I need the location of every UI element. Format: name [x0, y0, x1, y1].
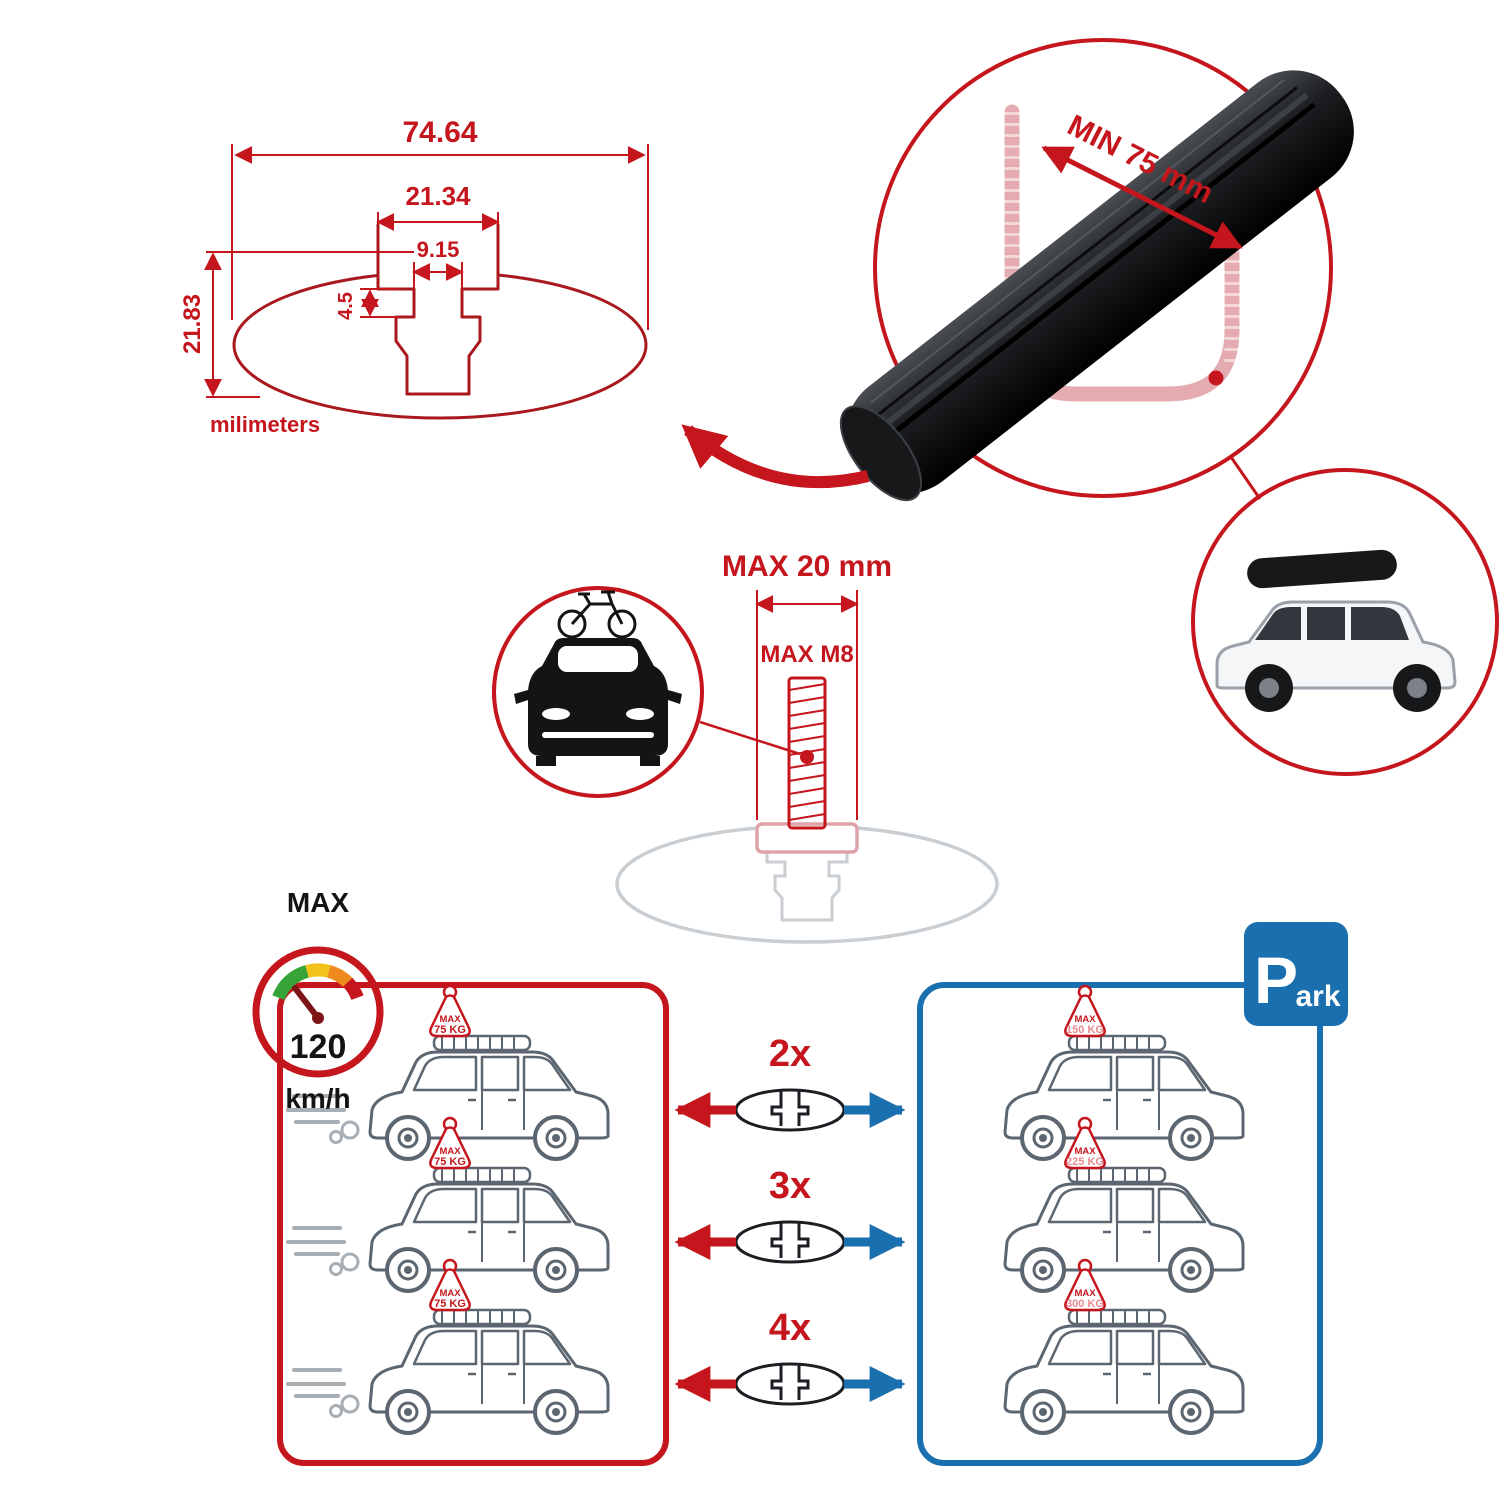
- dim-total-height-value: 21.83: [179, 294, 206, 354]
- gauge-arc-orange: [326, 965, 353, 988]
- badge-circle: [1191, 468, 1499, 776]
- t-slot-channel: [376, 224, 500, 396]
- bolt-flange: [755, 822, 859, 854]
- tag-weight-value: 225 KG: [1066, 1156, 1104, 1168]
- units-label: milimeters: [210, 412, 320, 437]
- tag-max-label: MAX: [439, 1014, 461, 1025]
- crossbar-render: MIN 75 mm: [681, 38, 1354, 502]
- car-windshield: [558, 646, 638, 672]
- multiplier-label: 3x: [769, 1165, 811, 1207]
- speed-limit-badge: MAX 120 km/h: [252, 887, 384, 1114]
- gauge-needle: [292, 985, 321, 1021]
- right-mirror: [668, 690, 682, 704]
- crossbar-icon: [734, 1220, 846, 1264]
- suv-with-roofbox: [1215, 549, 1457, 712]
- leader-line: [1229, 456, 1262, 500]
- tag-max-label: MAX: [1074, 1288, 1096, 1299]
- bike-icon: [557, 590, 637, 639]
- profile-dimension-diagram: 74.64 21.34 9.15 4.5 21.83 milimeters: [179, 116, 649, 437]
- bolt-max-width-label: MAX 20 mm: [722, 550, 892, 583]
- dim-slot-width: 9.15: [412, 237, 464, 289]
- dim-total-width: 74.64: [231, 116, 649, 330]
- park-sign: P ark: [1244, 922, 1348, 1026]
- tag-max-label: MAX: [439, 1146, 461, 1157]
- tag-max-label: MAX: [1074, 1014, 1096, 1025]
- left-headlight: [542, 708, 570, 720]
- pointer-arrow-to-profile: [681, 424, 870, 489]
- dim-total-height: 21.83: [179, 251, 414, 398]
- dim-channel-width-value: 21.34: [405, 181, 471, 211]
- parked-car-2: [1003, 1166, 1245, 1293]
- extension-line: [756, 590, 858, 820]
- leader-line: [699, 720, 801, 756]
- crossbar-icon: [734, 1362, 846, 1406]
- speed-max-label: MAX: [287, 887, 350, 918]
- speed-value: 120: [290, 1028, 347, 1066]
- crossbar-end-face: [839, 405, 923, 502]
- bolt-diagram: MAX 20 mm MAX M8: [615, 550, 999, 944]
- fixing-point-dot: [1208, 370, 1224, 386]
- park-suffix: ark: [1295, 980, 1340, 1013]
- crossbar-count-column: 2x 3x 4x: [674, 1033, 906, 1406]
- tag-weight-value: 75 KG: [434, 1024, 466, 1036]
- parking-zone-box: [917, 982, 1323, 1466]
- min-span-arrow: [1041, 145, 1243, 250]
- motion-lines: [286, 1226, 360, 1277]
- suv-windshield: [1255, 607, 1301, 640]
- fixing-point-dot: [800, 750, 814, 764]
- badge-circle: [492, 586, 704, 798]
- driving-car-3: [368, 1308, 610, 1435]
- gauge-arc-red: [342, 977, 364, 1001]
- bolt-thread-body: [787, 676, 827, 830]
- u-bolt-threads: [1004, 112, 1240, 370]
- dim-slot-depth: 4.5: [335, 288, 398, 320]
- bumper-line: [542, 732, 654, 738]
- bike-car-badge: [492, 586, 704, 798]
- left-mirror: [514, 690, 528, 704]
- gauge-arc-green: [272, 965, 310, 1001]
- car-front-illustration: [514, 638, 682, 766]
- faded-t-slot-channel: [765, 828, 849, 922]
- speed-unit: km/h: [285, 1083, 350, 1114]
- gauge-arc-yellow: [305, 963, 331, 978]
- extension-line: [206, 251, 414, 398]
- crossbar-icon: [734, 1088, 846, 1132]
- speedometer-circle: [252, 946, 384, 1078]
- parked-car-3: [1003, 1308, 1245, 1435]
- driving-car-2: [368, 1166, 610, 1293]
- extension-line: [360, 288, 398, 318]
- driving-car-1: [368, 1034, 610, 1161]
- park-sign-plate: [1244, 922, 1348, 1026]
- tag-max-label: MAX: [1074, 1146, 1096, 1157]
- motion-lines: [286, 1368, 360, 1419]
- right-headlight: [626, 708, 654, 720]
- dim-channel-width: 21.34: [376, 181, 500, 231]
- dim-slot-depth-value: 4.5: [335, 292, 357, 320]
- tag-max-label: MAX: [439, 1288, 461, 1299]
- roof-box: [1247, 549, 1397, 589]
- tag-weight-value: 150 KG: [1066, 1024, 1104, 1036]
- suv-rear-window: [1351, 607, 1409, 640]
- driving-zone-box: [277, 982, 669, 1466]
- suv-window: [1307, 607, 1345, 640]
- tag-weight-value: 300 KG: [1066, 1298, 1104, 1310]
- black-crossbar-photo: [839, 70, 1354, 502]
- park-letter: P: [1254, 943, 1298, 1017]
- parked-car-1: [1003, 1034, 1245, 1161]
- bolt-thread-lines: [788, 683, 826, 821]
- tag-weight-value: 75 KG: [434, 1156, 466, 1168]
- zoom-circle: [873, 38, 1333, 498]
- roofbox-suv-badge: [1191, 468, 1499, 776]
- bolt-thread-label: MAX M8: [760, 641, 853, 668]
- parking-zone: MAX 150 KG MAX 225 KG MAX 300 KG P ark: [917, 922, 1348, 1466]
- gauge-hub: [312, 1012, 324, 1024]
- multiplier-label: 2x: [769, 1033, 811, 1075]
- tag-weight-value: 75 KG: [434, 1298, 466, 1310]
- dim-slot-width-value: 9.15: [417, 237, 460, 262]
- multiplier-label: 4x: [769, 1307, 811, 1349]
- dim-total-width-value: 74.64: [402, 116, 477, 149]
- driving-zone: MAX 75 KG MAX 75 KG MAX 75 KG: [277, 982, 669, 1466]
